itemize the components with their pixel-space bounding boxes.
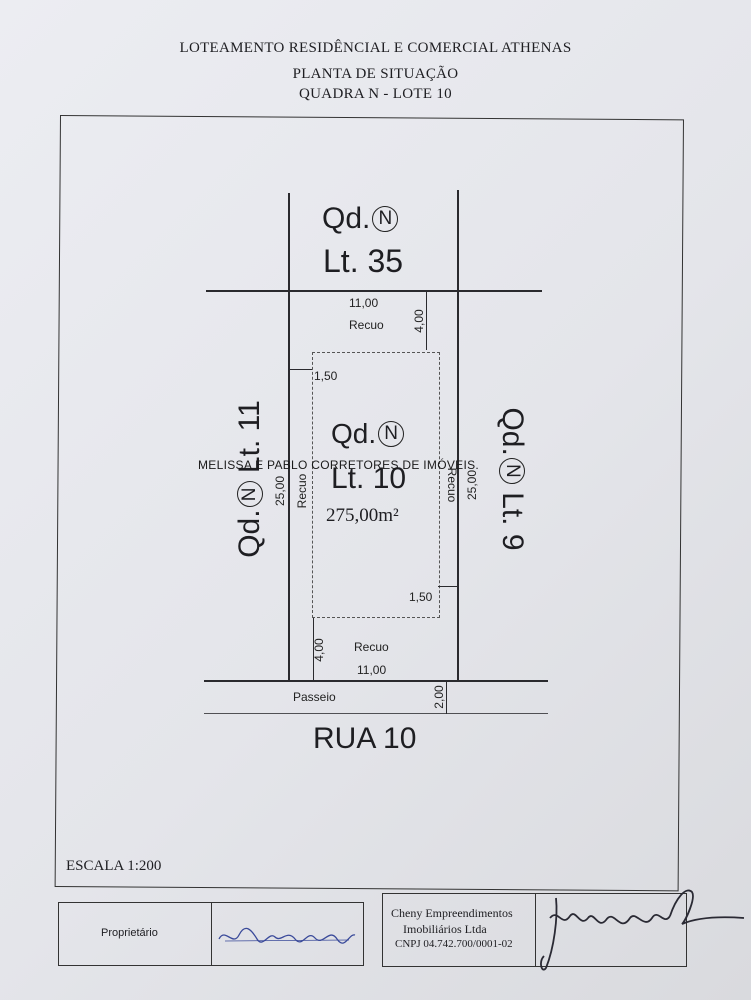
right-lot-label: Qd.N Lt. 9 [496,407,529,551]
owner-divider [211,903,213,965]
lot-top-line [206,290,542,292]
dim-passeio-width: 2,00 [432,685,446,709]
dim-top-width: 11,00 [349,296,379,310]
company-line2: Imobiliários Ltda [403,922,487,936]
company-divider [535,894,537,966]
dim-left-recuo: Recuo [295,473,309,509]
header-title: LOTEAMENTO RESIDÊNCIAL E COMERCIAL ATHEN… [179,40,572,56]
lot-left-line [288,193,290,681]
dim-bottom-setback: 4,00 [312,638,326,662]
left-lot-letter: N [237,481,263,508]
main-lot-qd: Qd.N [331,418,405,450]
header-subtitle: PLANTA DE SITUAÇÃO [292,66,459,82]
dim-top-setback-line [426,292,427,350]
dim-bottom-recuo: Recuo [354,640,389,654]
right-lot-letter: N [499,457,525,484]
dim-left-depth: 25,00 [273,475,287,507]
main-lot-area: 275,00m² [326,505,399,526]
dim-side-setback-bottom: 1,50 [409,590,433,604]
top-lot-number: Lt. 35 [323,243,404,279]
dim-side-top-line [290,369,312,370]
lot-front-line [204,680,548,682]
dim-side-setback-top: 1,50 [314,369,338,383]
dim-bottom-setback-line [313,618,314,680]
top-lot-qd: Qd.N [322,202,399,236]
company-cnpj: CNPJ 04.742.700/0001-02 [395,938,513,950]
left-lot-label: Qd.N Lt. 11 [233,400,266,558]
main-lot-letter: N [378,421,405,447]
top-lot-letter: N [372,206,399,232]
building-envelope [312,352,440,618]
main-lot-number: Lt. 10 [331,462,407,495]
dim-side-bottom-line [438,586,458,587]
owner-label: Proprietário [101,927,158,939]
company-signature [540,889,745,971]
dim-top-recuo: Recuo [349,318,384,332]
lot-right-line [457,190,459,680]
scale-label: ESCALA 1:200 [66,858,162,874]
header-lot: QUADRA N - LOTE 10 [299,86,452,102]
company-line1: Cheny Empreendimentos [391,906,513,920]
street-name: RUA 10 [313,722,417,755]
dim-passeio: Passeio [293,690,336,704]
dim-top-setback: 4,00 [412,309,426,333]
watermark-text: MELISSA E PABLO CORRETORES DE IMÓVEIS. [198,458,480,472]
owner-signature [218,927,356,944]
sidewalk-line [204,713,548,714]
company-box: Cheny Empreendimentos Imobiliários Ltda … [382,893,687,967]
owner-box: Proprietário [58,902,364,966]
dim-passeio-line [446,682,447,714]
dim-bottom-width: 11,00 [357,663,387,677]
